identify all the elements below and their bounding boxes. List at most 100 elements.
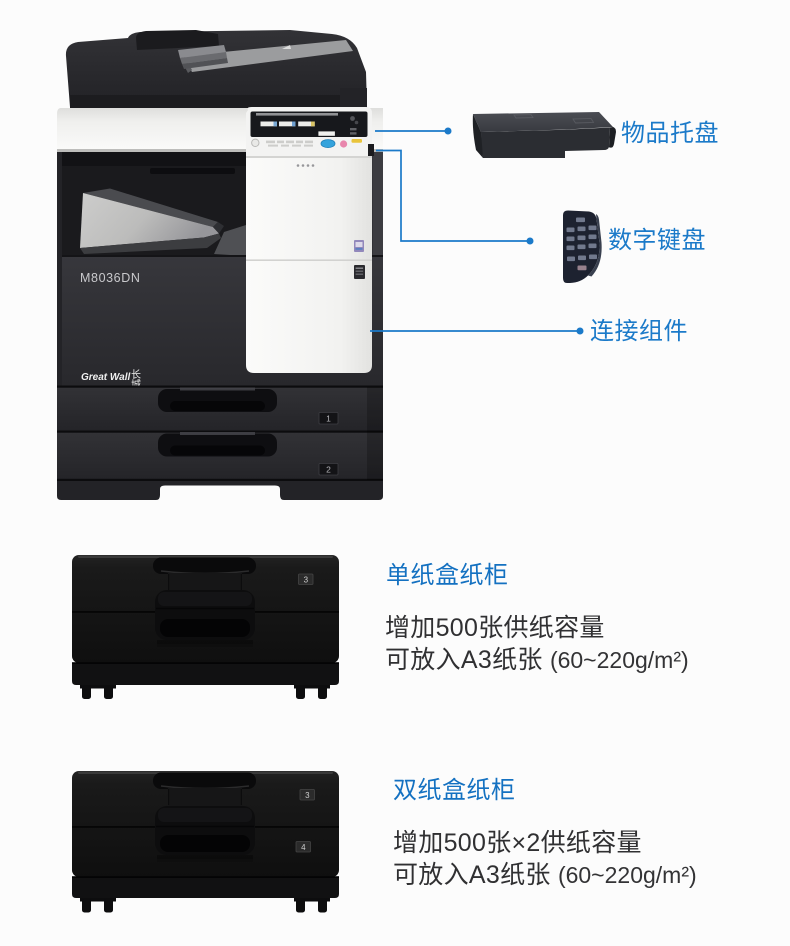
cabinet2-feet: [80, 898, 330, 913]
keypad-keys-part-1: [576, 217, 585, 223]
item-tray-right-edge: [609, 127, 616, 148]
screen-chip-2-accent: [292, 121, 296, 127]
screen-small-box: [318, 131, 335, 136]
cabinet1-handle-top: [153, 557, 256, 591]
energy-sticker-part-2: [355, 242, 363, 247]
panel-yellow-button: [351, 139, 362, 143]
cabinet1-handle-top-part-3: [168, 573, 242, 591]
cabinet1-handle-mid-part-4: [160, 619, 250, 637]
drawer-2-badge-part-1: [318, 463, 339, 476]
cabinet2-handle-top: [153, 772, 256, 806]
item-tray-front-left: [481, 129, 565, 158]
cabinet2-handle-mid-part-6: [157, 859, 253, 862]
section1-line2-paren: (60~220g/m²): [549, 647, 689, 673]
section1-line2: 可放入A3纸张 (60~220g/m²): [385, 644, 689, 676]
adf-roller-guide-part-1: [178, 45, 226, 58]
section1-description: 增加500张供纸容量 可放入A3纸张 (60~220g/m²): [385, 612, 689, 676]
callout-lines: [370, 130, 580, 332]
panel-start-button: [320, 139, 336, 149]
drawer-seam-2: [57, 430, 383, 433]
cabinet2-badge-bottom: 4: [295, 841, 311, 853]
cabinet2-badge-top-number: 3: [305, 791, 310, 800]
panel-bottom-seam: [246, 156, 372, 158]
energy-sticker-part-3: [355, 248, 363, 250]
column-dots-part-1: [296, 164, 300, 167]
cabinet1-handle-mid-part-6: [157, 644, 253, 647]
panel-embossed-text-part-3: [305, 140, 313, 144]
drawer-2-badge: 2: [318, 463, 339, 476]
drawer-1-handle-part-2: [170, 401, 265, 411]
scanner-band-shadow: [57, 149, 383, 152]
adf-hinge: [136, 30, 219, 50]
adf-unit: [65, 30, 367, 108]
cabinet2-badge-top: 3: [299, 789, 315, 801]
keypad-keys-part-4: [566, 245, 575, 251]
spec-sticker-part-4: [355, 273, 364, 275]
output-tray-top: [80, 193, 219, 248]
output-tray-tip: [213, 222, 224, 234]
cabinet1-handle-top-part-1: [153, 557, 256, 574]
item-tray-front-right: [565, 127, 610, 151]
column-dots: [296, 164, 315, 167]
drawer-2-handle: [158, 432, 277, 457]
callout-label-item-tray: 物品托盘: [621, 120, 719, 147]
panel-stop-button: [340, 140, 348, 148]
cabinet2-base: [72, 877, 339, 898]
adf-roller-guide-part-3: [182, 58, 228, 69]
screen-chip-1: [260, 121, 277, 127]
screen-chip-3-accent: [311, 121, 315, 127]
spec-sticker-part-2: [355, 267, 364, 269]
cabinet1-handle-mid: [155, 590, 255, 647]
keypad-side-highlight: [588, 214, 602, 277]
drawer-1-badge-number: 1: [326, 414, 331, 424]
cabinet1-handle-mid-part-5: [157, 640, 253, 644]
section2-description: 增加500张×2供纸容量 可放入A3纸张 (60~220g/m²): [393, 827, 697, 891]
drawer-2-badge-number: 2: [326, 465, 331, 475]
cabinet2-feet-part-3: [294, 898, 330, 902]
drawer-right-shade: [367, 387, 383, 480]
keypad-keys-part-3: [566, 236, 575, 242]
item-tray-illustration: [472, 112, 616, 158]
cabinet2-badge-bottom-part-1: [295, 841, 311, 853]
cabinet1-badge: 3: [298, 573, 314, 585]
cabinet2-feet-part-4: [296, 899, 305, 913]
numeric-keypad-illustration: [563, 210, 602, 283]
cabinet2-handle-top-part-3: [168, 788, 242, 806]
section2-heading: 双纸盒纸柜: [393, 777, 516, 804]
model-label: M8036DN: [80, 271, 140, 285]
cabinet1-feet-part-4: [296, 686, 305, 699]
column-seam: [246, 259, 372, 261]
cabinet1-feet-part-3: [294, 685, 330, 689]
panel-embossed-text-part-2: [286, 140, 294, 144]
callout-dot-1: [444, 127, 452, 135]
single-cassette-cabinet: 3: [72, 555, 339, 699]
panel-embossed-text-part-1: [266, 140, 275, 144]
panel-side-key2: [350, 132, 357, 135]
column-dots-part-2: [306, 164, 310, 167]
column-upper-door: [246, 158, 372, 260]
screen-chip-1-accent: [273, 121, 277, 127]
cabinet2-handle-top-part-1: [153, 772, 256, 789]
cabinet1-feet-part-1: [80, 685, 116, 689]
section2-line2: 可放入A3纸张 (60~220g/m²): [393, 859, 697, 891]
adf-right-step: [340, 88, 367, 107]
output-tray-underedge: [80, 233, 221, 254]
cabinet1-handle-mid-part-2: [158, 592, 252, 606]
output-ledge: [214, 225, 246, 256]
panel-embossed-text-part-5: [304, 144, 313, 147]
section2-line2-paren: (60~220g/m²): [557, 862, 697, 888]
keypad-keys: [566, 217, 597, 262]
screen-chip-2: [279, 121, 296, 127]
energy-sticker: [354, 240, 364, 252]
cabinet2-handle-mid-part-4: [160, 835, 250, 852]
drawer-2-handle-part-2: [170, 445, 265, 456]
drawer-2-handle-part-3: [180, 432, 255, 435]
panel-power-button: [251, 138, 260, 148]
adf-roller-guide-part-2: [180, 52, 227, 64]
panel-side-key1: [350, 128, 357, 131]
brand-label: Great Wall: [81, 372, 130, 383]
item-tray-top: [473, 112, 613, 132]
callout-line-2: [376, 149, 530, 242]
screen-bezel-strip: [256, 113, 338, 116]
